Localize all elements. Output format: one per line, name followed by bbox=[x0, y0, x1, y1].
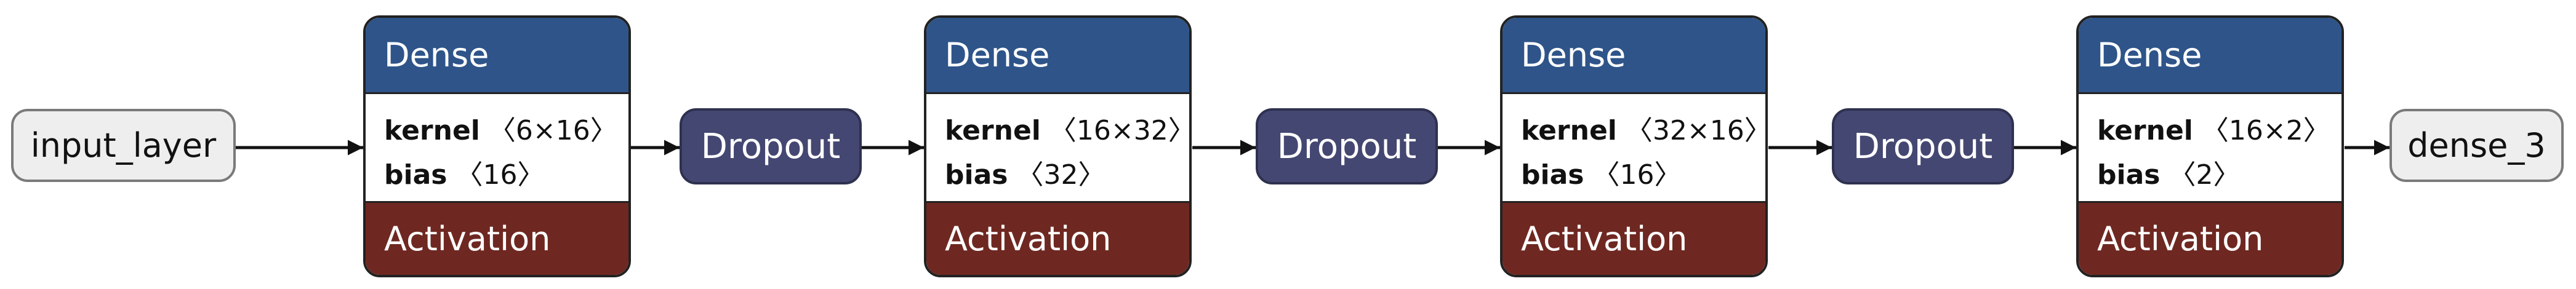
dense-params: kernel 〈16×32〉 bias 〈32〉 bbox=[926, 94, 1189, 201]
bias-shape: 〈32〉 bbox=[1016, 159, 1105, 191]
dense-node-2[interactable]: Dense kernel 〈16×32〉 bias 〈32〉 Activatio… bbox=[924, 15, 1192, 277]
dense-node-1[interactable]: Dense kernel 〈6×16〉 bias 〈16〉 Activation bbox=[363, 15, 631, 277]
dense-header: Dense bbox=[1503, 18, 1765, 94]
kernel-shape: 〈32×16〉 bbox=[1625, 115, 1768, 146]
output-layer-label: dense_3 bbox=[2407, 126, 2546, 165]
dropout-node-2[interactable]: Dropout bbox=[1256, 108, 1438, 184]
kernel-row: kernel 〈6×16〉 bbox=[384, 109, 628, 153]
dense-params: kernel 〈16×2〉 bias 〈2〉 bbox=[2079, 94, 2341, 201]
kernel-shape: 〈16×2〉 bbox=[2201, 115, 2330, 146]
activation-footer: Activation bbox=[1503, 201, 1765, 275]
dense-header: Dense bbox=[2079, 18, 2341, 94]
kernel-label: kernel bbox=[945, 115, 1041, 146]
output-layer-node[interactable]: dense_3 bbox=[2389, 109, 2564, 182]
dropout-node-3[interactable]: Dropout bbox=[1832, 108, 2014, 184]
bias-shape: 〈16〉 bbox=[455, 159, 545, 191]
input-layer-node[interactable]: input_layer bbox=[11, 109, 236, 182]
dense-header: Dense bbox=[366, 18, 628, 94]
dense-params: kernel 〈6×16〉 bias 〈16〉 bbox=[366, 94, 628, 201]
bias-label: bias bbox=[384, 159, 447, 191]
dropout-label: Dropout bbox=[1277, 126, 1417, 167]
kernel-row: kernel 〈16×32〉 bbox=[945, 109, 1189, 153]
dense-node-4[interactable]: Dense kernel 〈16×2〉 bias 〈2〉 Activation bbox=[2076, 15, 2344, 277]
kernel-row: kernel 〈32×16〉 bbox=[1521, 109, 1765, 153]
activation-footer: Activation bbox=[926, 201, 1189, 275]
kernel-shape: 〈16×32〉 bbox=[1049, 115, 1192, 146]
bias-row: bias 〈32〉 bbox=[945, 153, 1189, 197]
bias-label: bias bbox=[1521, 159, 1584, 191]
bias-row: bias 〈16〉 bbox=[384, 153, 628, 197]
activation-footer: Activation bbox=[2079, 201, 2341, 275]
dense-node-3[interactable]: Dense kernel 〈32×16〉 bias 〈16〉 Activatio… bbox=[1500, 15, 1768, 277]
bias-shape: 〈2〉 bbox=[2169, 159, 2241, 191]
dense-params: kernel 〈32×16〉 bias 〈16〉 bbox=[1503, 94, 1765, 201]
kernel-row: kernel 〈16×2〉 bbox=[2097, 109, 2341, 153]
dropout-label: Dropout bbox=[700, 126, 841, 167]
kernel-label: kernel bbox=[2097, 115, 2193, 146]
bias-row: bias 〈2〉 bbox=[2097, 153, 2341, 197]
bias-row: bias 〈16〉 bbox=[1521, 153, 1765, 197]
bias-shape: 〈16〉 bbox=[1592, 159, 1682, 191]
input-layer-label: input_layer bbox=[30, 126, 217, 165]
bias-label: bias bbox=[945, 159, 1008, 191]
kernel-label: kernel bbox=[1521, 115, 1617, 146]
activation-footer: Activation bbox=[366, 201, 628, 275]
dropout-label: Dropout bbox=[1853, 126, 1993, 167]
bias-label: bias bbox=[2097, 159, 2161, 191]
kernel-label: kernel bbox=[384, 115, 480, 146]
dropout-node-1[interactable]: Dropout bbox=[680, 108, 862, 184]
kernel-shape: 〈6×16〉 bbox=[488, 115, 617, 146]
dense-header: Dense bbox=[926, 18, 1189, 94]
